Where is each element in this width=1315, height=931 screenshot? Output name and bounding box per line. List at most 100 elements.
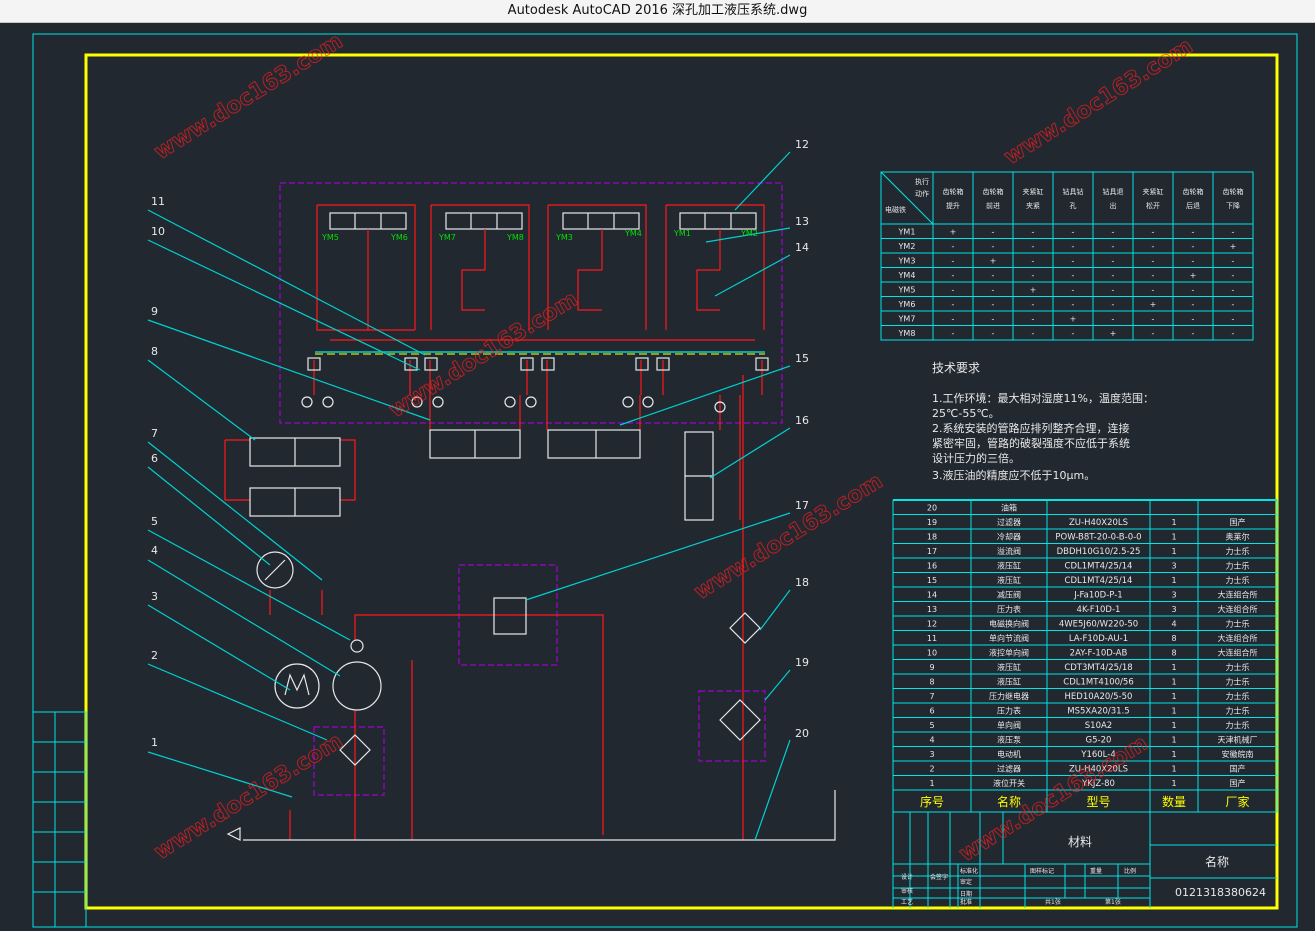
bom-cell-no: 12 bbox=[927, 619, 937, 628]
bom-cell-model: Y160L-4 bbox=[1080, 750, 1115, 760]
solenoid-label: YM4 bbox=[624, 229, 642, 238]
solenoid-label: YM6 bbox=[390, 233, 408, 242]
bom-cell-no: 11 bbox=[927, 634, 937, 643]
solenoid-cell: - bbox=[952, 242, 955, 251]
solenoid-cell: - bbox=[1112, 285, 1115, 294]
action-header: 孔 bbox=[1070, 202, 1077, 210]
solenoid-cell: - bbox=[1072, 256, 1075, 265]
corner-diagonal bbox=[880, 171, 934, 225]
bom-cell-maker: 力士乐 bbox=[1226, 705, 1250, 715]
leader-number: 20 bbox=[795, 727, 809, 740]
action-header: 前进 bbox=[986, 201, 1000, 210]
solenoid-cell: - bbox=[1232, 300, 1235, 309]
solenoid-cell: - bbox=[992, 300, 995, 309]
bom-cell-name: 电磁换向阀 bbox=[989, 618, 1029, 628]
tb-scale: 比例 bbox=[1124, 867, 1136, 875]
bom-cell-no: 15 bbox=[927, 576, 937, 585]
solenoid-cell: - bbox=[952, 314, 955, 323]
bom-cell-name: 压力表 bbox=[997, 705, 1021, 715]
bom-header-qty: 数量 bbox=[1162, 794, 1186, 809]
gauge-needle bbox=[264, 559, 286, 581]
bom-cell-name: 液压泵 bbox=[997, 734, 1021, 744]
solenoid-cell: - bbox=[992, 314, 995, 323]
solenoid-cell: - bbox=[952, 256, 955, 265]
tb-drawing-no: 0121318380624 bbox=[1175, 886, 1266, 899]
suction-filter-icon bbox=[339, 734, 371, 766]
bom-cell-maker: 安徽皖南 bbox=[1222, 749, 1254, 759]
bom-cell-model: 2AY-F-10D-AB bbox=[1070, 648, 1128, 658]
solenoid-label: YM8 bbox=[506, 233, 524, 242]
action-header: 齿轮箱 bbox=[1223, 187, 1244, 196]
motor-icon bbox=[274, 663, 320, 709]
leader-number: 11 bbox=[151, 195, 165, 208]
solenoid-label: YM3 bbox=[555, 233, 573, 242]
hydraulic-schematic[interactable] bbox=[147, 151, 836, 841]
bom-cell-model: S10A2 bbox=[1085, 721, 1112, 731]
leader-number: 4 bbox=[151, 544, 158, 557]
drawing-border bbox=[84, 53, 1279, 910]
solenoid-cell: - bbox=[1192, 256, 1195, 265]
tb-sheet: 第1张 bbox=[1105, 898, 1121, 906]
leader-number: 10 bbox=[151, 225, 165, 238]
solenoid-cell: - bbox=[952, 329, 955, 338]
bom-cell-model: ZU-H40X20LS bbox=[1069, 518, 1128, 528]
leader-number: 1 bbox=[151, 736, 158, 749]
bom-cell-qty: 4 bbox=[1171, 619, 1176, 628]
bom-cell-qty: 3 bbox=[1171, 561, 1176, 570]
action-header: 夹紧缸 bbox=[1143, 187, 1164, 196]
bom-cell-no: 9 bbox=[929, 663, 934, 672]
solenoid-labels: YM5 YM6 YM7 YM8 YM3 YM4 YM1 YM2 bbox=[321, 229, 758, 242]
bom-cell-model: DBDH10G10/2.5-25 bbox=[1057, 547, 1141, 557]
bom-cell-name: 溢流阀 bbox=[997, 546, 1021, 556]
cylinders bbox=[249, 429, 714, 521]
bom-cell-model: MS5XA20/31.5 bbox=[1067, 706, 1129, 716]
action-header: 钻具退 bbox=[1103, 187, 1124, 196]
leader-number: 16 bbox=[795, 414, 809, 427]
solenoid-row-label: YM7 bbox=[898, 314, 916, 323]
bom-cell-name: 液压缸 bbox=[997, 676, 1021, 686]
bom-cell-no: 1 bbox=[929, 779, 934, 788]
tb-material: 材料 bbox=[1068, 835, 1092, 849]
leader-number: 17 bbox=[795, 499, 809, 512]
drawing-canvas[interactable]: 1 2 3 4 5 6 7 8 9 10 11 12 13 14 15 16 1… bbox=[0, 23, 1315, 931]
solenoid-cell: - bbox=[1032, 300, 1035, 309]
solenoid-cell: - bbox=[1152, 227, 1155, 236]
bom-cell-maker: 天津机械厂 bbox=[1218, 734, 1258, 744]
solenoid-cell: - bbox=[1152, 329, 1155, 338]
action-header: 齿轮箱 bbox=[983, 187, 1004, 196]
window-title: Autodesk AutoCAD 2016 深孔加工液压系统.dwg bbox=[0, 0, 1315, 23]
bom-cell-qty: 1 bbox=[1171, 677, 1176, 686]
solenoid-row-label: YM5 bbox=[898, 285, 916, 294]
solenoid-label: YM1 bbox=[673, 229, 691, 238]
solenoid-cell: - bbox=[1232, 285, 1235, 294]
tech-line: 设计压力的三倍。 bbox=[932, 451, 1020, 465]
leader-number: 18 bbox=[795, 576, 809, 589]
bom-cell-qty: 1 bbox=[1171, 721, 1176, 730]
watermark: www.doc163.com bbox=[150, 729, 347, 865]
tank-outline bbox=[243, 790, 836, 841]
bom-cell-model: CDL1MT4/25/14 bbox=[1065, 561, 1133, 571]
bom-cell-no: 3 bbox=[929, 750, 934, 759]
solenoid-cell: + bbox=[990, 256, 997, 265]
solenoid-cell: + bbox=[1030, 285, 1037, 294]
bom-cell-name: 单向节流阀 bbox=[989, 633, 1029, 643]
solenoid-cell: - bbox=[1152, 285, 1155, 294]
bom-cell-no: 8 bbox=[929, 677, 934, 686]
bom-cell-maker: 大连组合所 bbox=[1218, 604, 1258, 614]
bom-cell-qty: 8 bbox=[1171, 648, 1176, 657]
solenoid-cell: - bbox=[992, 329, 995, 338]
solenoid-row-label: YM8 bbox=[898, 329, 916, 338]
bom-cell-name: 液位开关 bbox=[993, 778, 1025, 788]
bom-cell-name: 液压缸 bbox=[997, 662, 1021, 672]
bom-cell-name: 过滤器 bbox=[997, 517, 1021, 527]
left-binding-strip bbox=[32, 711, 87, 928]
bom-cell-maker: 力士乐 bbox=[1226, 691, 1250, 701]
solenoid-cell: - bbox=[1032, 256, 1035, 265]
tech-line: 3.液压油的精度应不低于10μm。 bbox=[932, 468, 1095, 482]
bom-cell-qty: 1 bbox=[1171, 518, 1176, 527]
bom-cell-model: ZU-H40X20LS bbox=[1069, 764, 1128, 774]
bom-cell-model: HED10A20/5-50 bbox=[1065, 692, 1133, 702]
bom-cell-qty: 3 bbox=[1171, 605, 1176, 614]
bom-cell-qty: 1 bbox=[1171, 779, 1176, 788]
bom-cell-name: 压力表 bbox=[997, 604, 1021, 614]
